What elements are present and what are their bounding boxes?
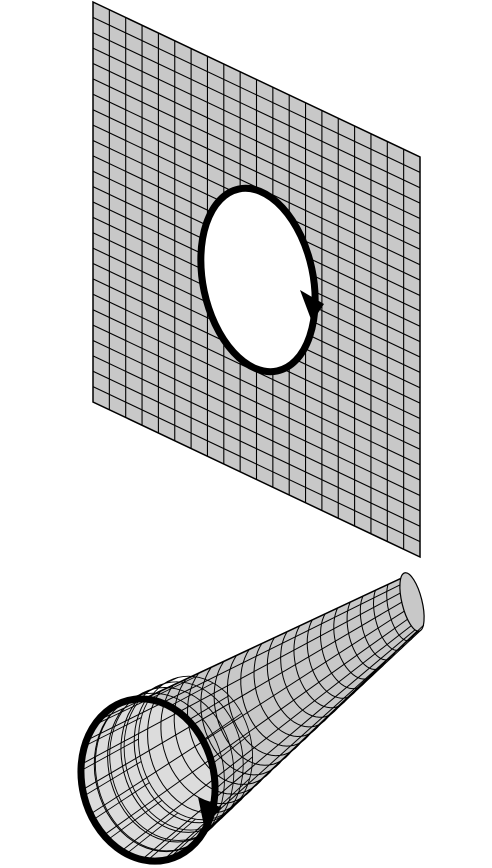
tube-long-line [86, 584, 401, 741]
plane-grid-horizontal [92, 386, 421, 543]
plane-grid-horizontal [92, 47, 421, 204]
tube-long-line [82, 601, 403, 791]
tube-long-line [121, 625, 412, 852]
tube [77, 572, 425, 865]
plane-hole [200, 188, 316, 372]
plane-grid-horizontal [92, 16, 421, 173]
tube-boundary-loop [77, 695, 219, 865]
plane-grid-horizontal [92, 309, 421, 466]
plane-grid-horizontal [92, 355, 421, 512]
tube-long-line [103, 618, 408, 836]
plane-grid-horizontal [92, 63, 421, 220]
plane-grid-horizontal [92, 93, 421, 250]
plane-boundary-loop [197, 184, 319, 376]
plane-loop-arrowhead [300, 290, 324, 322]
tube-interior-ring [109, 687, 235, 841]
tube-loop-arrowhead [198, 797, 222, 826]
tube-long-line [141, 629, 416, 861]
plane-grid-horizontal [92, 339, 421, 496]
plane-grid-horizontal [92, 32, 421, 189]
plane-with-hole [92, 0, 421, 559]
tube-interior-ring [94, 692, 225, 852]
tube-long-line [90, 610, 405, 815]
tube-long-line [81, 592, 401, 765]
plane-grid-horizontal [92, 370, 421, 527]
plane-grid-horizontal [92, 324, 421, 481]
plane-grid-horizontal [92, 78, 421, 235]
